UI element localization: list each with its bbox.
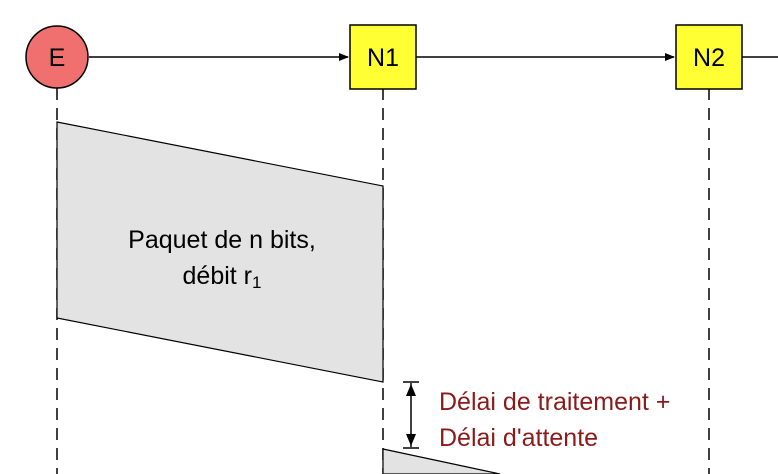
- packet-label-line1: Paquet de n bits,: [128, 226, 316, 254]
- packet-transmission-shape: [56, 121, 384, 383]
- delay-label-line2: Délai d'attente: [439, 424, 598, 452]
- node-n2-box: [675, 24, 743, 90]
- node-e-label: E: [49, 44, 66, 72]
- node-e-circle: [25, 25, 89, 89]
- delay-arrowhead-up: [406, 384, 416, 396]
- node-n2-label: N2: [693, 44, 725, 72]
- delay-label-line1: Délai de traitement +: [439, 388, 670, 416]
- node-n1-label: N1: [367, 44, 399, 72]
- node-n1-box: [349, 24, 417, 90]
- packet-rate-subscript: 1: [252, 273, 261, 292]
- packet-next-shape: [382, 448, 501, 474]
- delay-arrowhead-down: [406, 434, 416, 446]
- packet-rate-text: débit r: [183, 262, 252, 290]
- packet-label-line2: débit r1: [183, 262, 262, 292]
